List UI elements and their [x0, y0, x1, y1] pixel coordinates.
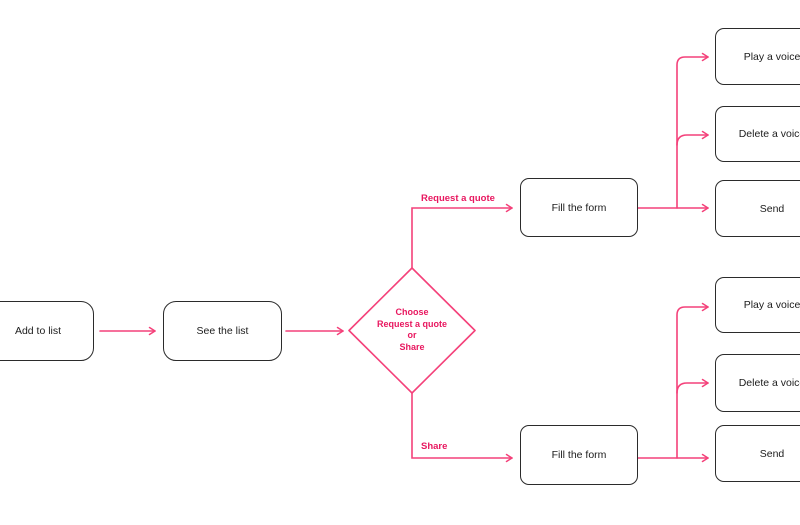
decision-line: or — [407, 330, 417, 340]
node-fill-the-form-quote: Fill the form — [520, 178, 638, 237]
edge-fillshare-to-delete — [676, 378, 709, 394]
node-delete-a-voice-quote: Delete a voice — [715, 106, 800, 162]
edge-fillquote-to-play — [676, 52, 709, 209]
node-send-share: Send — [715, 425, 800, 482]
node-fill-the-form-share: Fill the form — [520, 425, 638, 485]
node-label: See the list — [196, 325, 249, 337]
node-label: Send — [759, 447, 785, 460]
decision-line: Request a quote — [376, 318, 447, 329]
node-label: Play a voice — [743, 50, 800, 63]
node-label: Send — [759, 202, 785, 215]
node-delete-a-voice-share: Delete a voice — [715, 354, 800, 412]
edge-label-request-a-quote: Request a quote — [421, 193, 495, 204]
node-see-the-list: See the list — [163, 301, 282, 361]
node-play-a-voice-quote: Play a voice — [715, 28, 800, 85]
node-label: Delete a voice — [738, 377, 800, 389]
node-play-a-voice-share: Play a voice — [715, 277, 800, 333]
edge-fillshare-to-play — [676, 302, 709, 459]
decision-line: Choose — [395, 307, 429, 317]
edge-decision-to-fill-share — [411, 392, 513, 463]
decision-line: Share — [399, 341, 425, 352]
edge-fillquote-to-delete — [676, 130, 709, 146]
edge-decision-to-fill-quote — [411, 203, 513, 269]
node-label: Fill the form — [551, 201, 607, 214]
edge-label-share: Share — [421, 441, 448, 452]
node-add-to-list: Add to list — [0, 301, 94, 361]
node-label: Add to list — [14, 325, 62, 337]
node-send-quote: Send — [715, 180, 800, 237]
node-label: Play a voice — [743, 299, 800, 311]
decision-diamond-shape — [348, 267, 476, 394]
node-label: Delete a voice — [738, 128, 800, 140]
node-label: Fill the form — [551, 449, 607, 461]
decision-diamond-label: Choose Request a quote or Share — [352, 307, 472, 353]
